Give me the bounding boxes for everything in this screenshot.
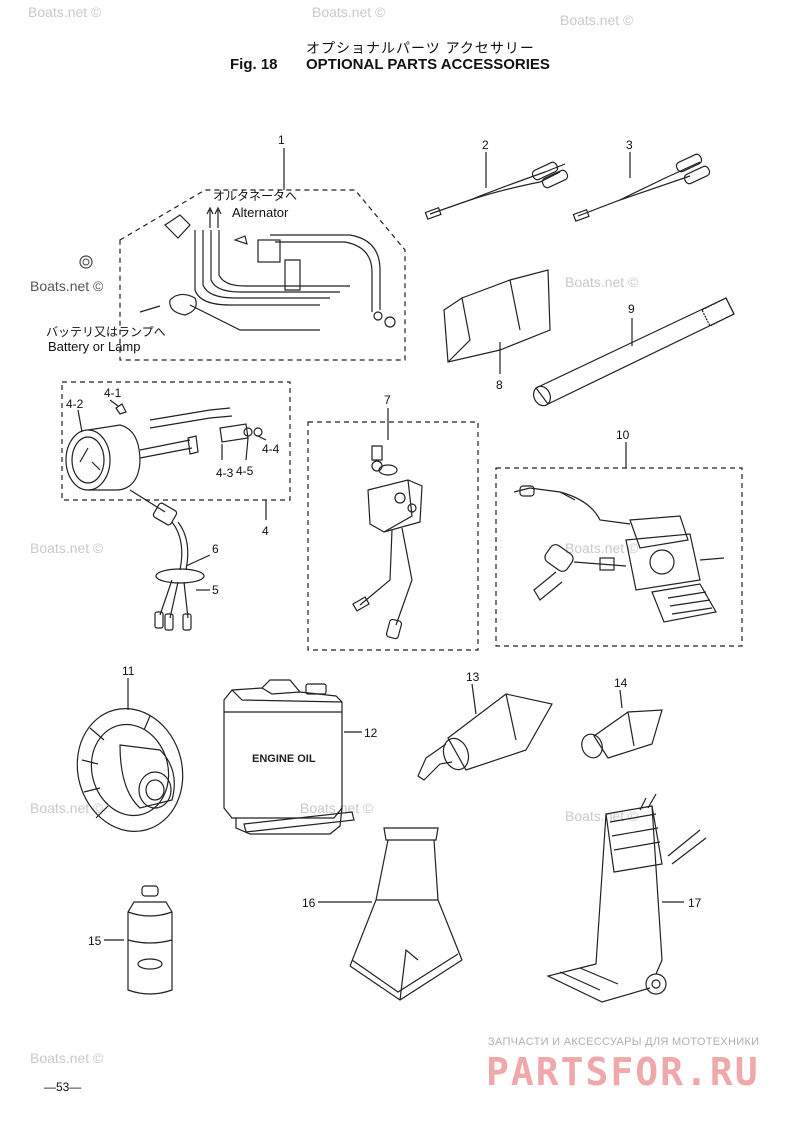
callout-10: 10 [616,428,630,442]
brand-logo: PARTSFOR.RU [486,1050,760,1094]
leader-4-4 [257,435,267,441]
callout-4-1: 4-1 [104,386,122,400]
alternator-note-jp: オルタネータへ [213,189,298,203]
oil-can-label: ENGINE OIL [252,753,316,765]
tiller-extension-drawing [533,297,735,407]
grease-tube-13-drawing [417,693,553,781]
battery-note-jp: バッテリ又はランプへ [46,325,166,339]
callout-12: 12 [364,726,378,740]
watermark: Boats.net © [565,274,639,290]
alternator-note-en: Alternator [232,205,289,220]
leader-4-5 [245,437,249,461]
watermark: Boats.net © [565,540,639,556]
callout-8: 8 [496,378,503,392]
callout-14: 14 [614,676,628,690]
battery-note-en: Battery or Lamp [48,339,141,354]
callout-4-5: 4-5 [236,464,254,478]
leader-6 [185,554,211,567]
callout-9: 9 [628,302,635,316]
watermark: Boats.net © [300,800,374,816]
callout-15: 15 [88,934,102,948]
grease-tube-14-drawing [581,709,663,759]
callout-7: 7 [384,393,391,407]
lead-wire-2-drawing [424,161,569,220]
lead-wire-3-drawing [572,153,711,222]
leader-4-1 [109,399,119,407]
callout-2: 2 [482,138,489,152]
callout-4-3: 4-3 [216,466,234,480]
figure-title: OPTIONAL PARTS ACCESSORIES [306,56,550,73]
callout-17: 17 [688,896,702,910]
callout-3: 3 [626,138,633,152]
aerosol-can-drawing [127,885,173,995]
watermark: Boats.net © [28,4,102,20]
item-1-boundary [119,189,406,361]
oil-can-label-text: ENGINE OIL [252,753,316,765]
regulator-drawing [352,445,423,640]
watermark: Boats.net © [560,12,634,28]
fuel-pump-drawing [513,485,725,623]
sensor-lead-drawing [129,489,205,631]
callout-4-4: 4-4 [262,442,280,456]
gauge-drawing [65,403,263,491]
item-4-boundary [61,381,291,501]
callout-5: 5 [212,583,219,597]
watermark: Boats.net © [312,4,386,20]
leader-4-2 [77,409,83,433]
item-7-boundary [307,421,479,651]
page-number: —53— [44,1080,82,1094]
callout-4: 4 [262,524,269,538]
callout-16: 16 [302,896,316,910]
watermark: Boats.net © [30,278,104,294]
figure-number: Fig. 18 [230,56,278,73]
pouch-drawing [443,269,551,363]
motor-cart-drawing [546,793,707,1003]
watermark: Boats.net © [30,540,104,556]
callout-1: 1 [278,133,285,147]
watermark: Boats.net © [30,800,104,816]
callout-11: 11 [122,664,135,678]
callout-6: 6 [212,542,219,556]
watermark: Boats.net © [30,1050,104,1066]
harness-kit-drawing [139,206,396,331]
callout-4-2: 4-2 [66,397,84,411]
callout-13: 13 [466,670,480,684]
oil-can-drawing [223,679,355,835]
brand-tagline: ЗАПЧАСТИ И АКСЕССУАРЫ ДЛЯ МОТОТЕХНИКИ [488,1036,760,1048]
motor-stand-drawing [349,827,463,1001]
leader-14 [619,689,623,709]
japanese-title: オプショナルパーツ アクセサリー [306,40,535,56]
leader-13 [471,683,477,715]
item-10-boundary [495,467,743,647]
starter-pulley-drawing [76,708,184,832]
